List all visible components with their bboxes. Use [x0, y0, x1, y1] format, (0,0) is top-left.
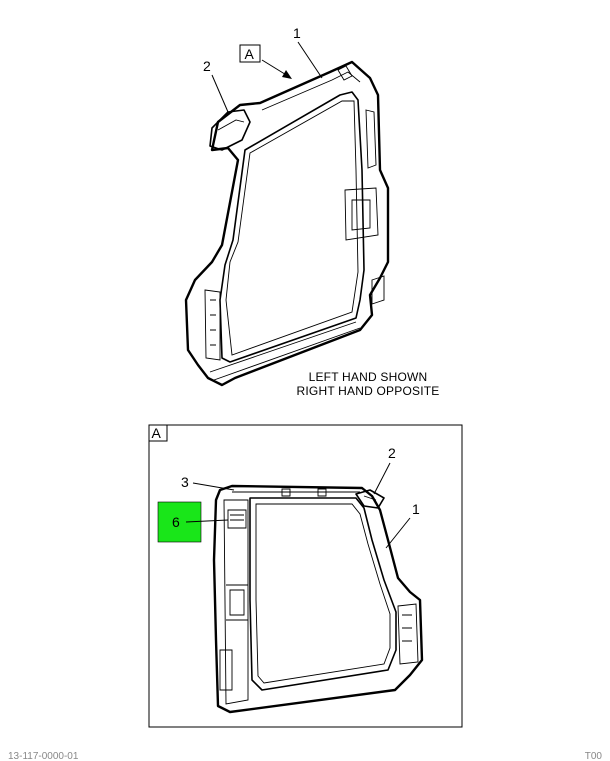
view-a-label: A [245, 46, 255, 62]
svg-text:1: 1 [293, 25, 301, 41]
detail-callout-2: 2 [373, 445, 396, 495]
svg-text:3: 3 [181, 474, 189, 490]
top-callout-1: 1 [293, 25, 323, 79]
svg-text:6: 6 [172, 514, 180, 530]
top-callout-2: 2 [203, 58, 229, 113]
note-right-hand-opposite: RIGHT HAND OPPOSITE [297, 384, 440, 398]
view-arrow-icon [282, 70, 292, 79]
detail-view-label: A [152, 425, 162, 441]
svg-text:1: 1 [412, 501, 420, 517]
top-door-frame-drawing [184, 60, 390, 387]
detail-callout-1: 1 [385, 501, 420, 549]
svg-text:2: 2 [203, 58, 211, 74]
svg-text:2: 2 [388, 445, 396, 461]
detail-callout-3: 3 [181, 474, 235, 491]
view-a-reference: A [239, 44, 292, 79]
detail-view-a-box: A [148, 424, 463, 728]
detail-door-frame-drawing [212, 484, 424, 714]
footer-code: T00 [585, 751, 603, 761]
footer-part-number: 13-117-0000-01 [8, 751, 79, 761]
highlighted-item-6[interactable]: 6 [157, 501, 229, 543]
note-left-hand-shown: LEFT HAND SHOWN [309, 370, 428, 384]
